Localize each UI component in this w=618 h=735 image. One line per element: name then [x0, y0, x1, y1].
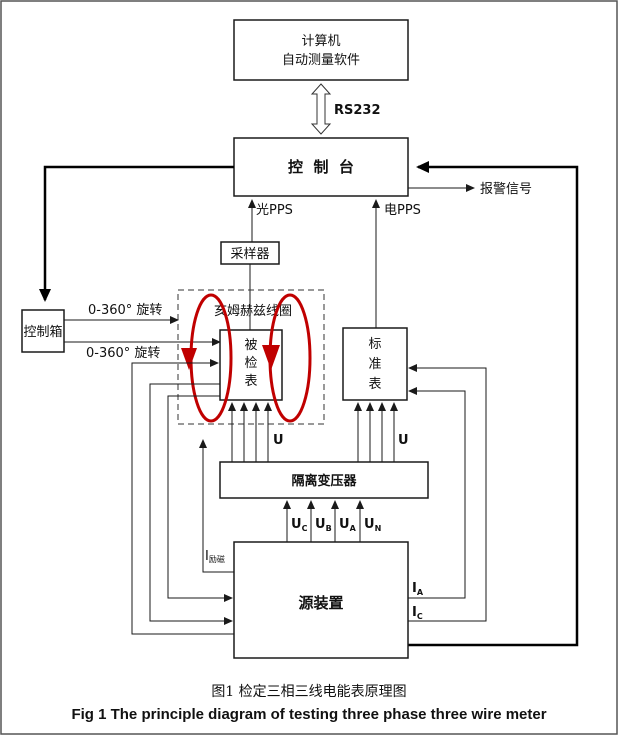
coil-right-arrow [262, 345, 280, 370]
uc-label: UC [291, 517, 308, 533]
ia-label: IA [412, 581, 424, 597]
helmholtz-label: 亥姆赫兹线圈 [214, 304, 292, 319]
control-box [21, 309, 65, 353]
source-to-console-line [408, 161, 579, 647]
excitation-current-line [199, 439, 234, 573]
source-device-box [233, 541, 409, 659]
console-label: 控 制 台 [288, 158, 354, 176]
current-loop-left-upper [131, 359, 234, 635]
rs232-label: RS232 [334, 103, 381, 118]
standard-meter-label-1: 标 [368, 337, 381, 352]
u-label-right: U [398, 433, 409, 448]
caption-chinese: 图1 检定三相三线电能表原理图 [211, 684, 406, 700]
optical-pps-label: 光PPS [256, 203, 293, 218]
helmholtz-coil-region [177, 289, 325, 425]
un-label: UN [364, 517, 381, 533]
standard-meter-label-3: 表 [368, 377, 381, 392]
computer-label-1: 计算机 [301, 34, 340, 49]
u-label-left: U [273, 433, 284, 448]
excitation-current-label: I励磁 [205, 549, 225, 564]
isolation-transformer-box [219, 461, 429, 499]
computer-box [233, 19, 409, 81]
standard-meter-label-2: 准 [368, 357, 381, 372]
ub-label: UB [315, 517, 332, 533]
console-to-controlbox-line [39, 165, 234, 302]
computer-label-2: 自动测量软件 [282, 53, 360, 68]
alarm-label: 报警信号 [480, 181, 532, 197]
meter-under-test-label-1: 被 [244, 338, 257, 353]
rotation-label-1: 0-360° 旋转 [88, 303, 162, 318]
rotation-label-2: 0-360° 旋转 [86, 346, 160, 361]
caption-english: Fig 1 The principle diagram of testing t… [71, 706, 546, 723]
current-loop-left-inner [167, 395, 233, 602]
meter-under-test-label-3: 表 [244, 374, 257, 389]
meter-under-test-label-2: 检 [244, 356, 257, 371]
ia-current-line [408, 387, 466, 599]
ic-current-line [408, 364, 487, 622]
isolation-transformer-label: 隔离变压器 [291, 473, 357, 489]
sampler-label: 采样器 [230, 247, 269, 262]
source-device-label: 源装置 [298, 594, 343, 612]
current-loop-left-outer [149, 383, 233, 625]
ic-label: IC [412, 605, 423, 621]
rs232-double-arrow [310, 83, 332, 135]
electric-pps-label: 电PPS [384, 203, 421, 218]
standard-meter-box [342, 327, 408, 401]
ua-label: UA [339, 517, 357, 533]
control-box-label: 控制箱 [23, 324, 62, 340]
coil-left-arrow [181, 348, 197, 370]
console-box [233, 137, 409, 197]
